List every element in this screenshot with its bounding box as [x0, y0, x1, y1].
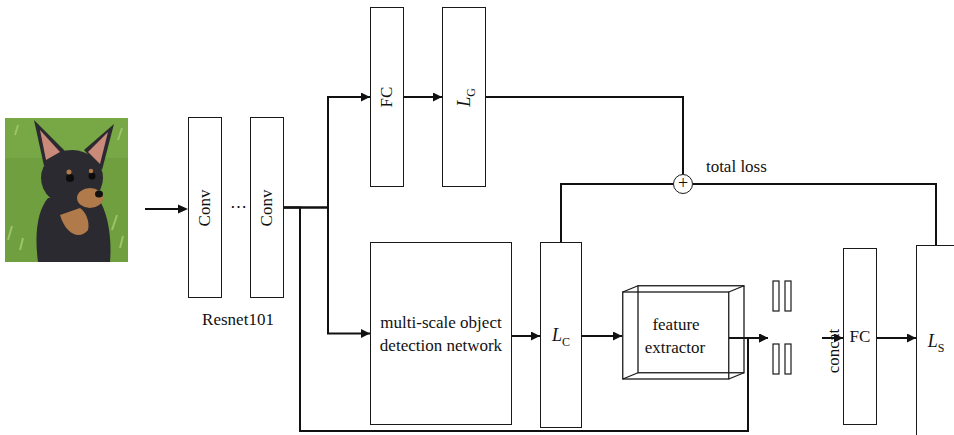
flow-arrow [582, 335, 622, 337]
text-host: Conv [189, 118, 221, 297]
loss-symbol: L [928, 331, 938, 351]
dog-eye [66, 174, 74, 182]
text-host: concat [768, 258, 822, 378]
flow-arrow [404, 96, 442, 98]
dog-ear [34, 120, 66, 166]
dog-ear-inner [88, 132, 108, 164]
text-wrap: LS [928, 331, 945, 352]
loss-box: LG [442, 7, 486, 187]
sum-caption: total loss [704, 157, 769, 177]
loss-box: LS [916, 245, 954, 435]
cube-edge [623, 286, 638, 292]
cube-edges [623, 286, 744, 379]
feature-bar [773, 281, 779, 311]
conv-layer-box: Conv [250, 117, 284, 298]
text-wrap: +total loss [678, 175, 688, 194]
text-host: FC [371, 8, 403, 186]
feature-bar [785, 344, 791, 374]
text-wrap: Conv [195, 189, 215, 226]
node-text: multi-scale object detection network [380, 313, 502, 355]
text-wrap: LG [454, 88, 475, 107]
loss-line [693, 184, 936, 245]
node-text: FC [850, 327, 871, 346]
cube-edge [623, 373, 638, 379]
text-wrap: Conv [257, 189, 277, 226]
dog-brow [89, 169, 93, 173]
text-host: +total loss [674, 175, 692, 193]
fc-layer-box: FC [370, 7, 404, 187]
concat-bars [768, 258, 822, 378]
node-text: concat [824, 329, 844, 373]
flow-arrow [284, 208, 370, 334]
fc-layer-box: FC [843, 248, 877, 425]
text-wrap: feature extractor [620, 313, 731, 359]
cube-front-face [623, 292, 729, 379]
node-text: Conv [257, 189, 276, 226]
ellipsis-mark: ⋯ [224, 196, 252, 217]
input-arrow-head [178, 205, 188, 214]
text-host: feature extractor [622, 292, 729, 380]
loss-symbol: L [454, 96, 474, 106]
dog-chest [60, 208, 89, 235]
flow-arrow [729, 337, 768, 339]
feature-extractor-cube: feature extractor [622, 285, 745, 380]
text-host: LS [917, 246, 954, 435]
backbone-label: Resnet101 [182, 310, 294, 330]
conv-layer-box: Conv [188, 117, 222, 298]
concat-block: concat [768, 258, 822, 378]
node-text: FC [377, 87, 396, 108]
dog-ear [84, 124, 114, 170]
loss-subscript: G [464, 88, 478, 97]
dog-ear-inner [40, 130, 60, 160]
text-host: LG [443, 8, 485, 186]
text-host: multi-scale object detection network [371, 243, 511, 424]
loss-subscript: S [938, 341, 945, 355]
text-wrap: multi-scale object detection network [374, 311, 508, 357]
cube-back-face [638, 286, 744, 373]
flow-arrow [284, 97, 370, 208]
text-host: LC [541, 243, 581, 427]
loss-line [486, 97, 683, 174]
loss-subscript: C [562, 335, 570, 349]
node-text: Conv [195, 189, 214, 226]
sum-sign: + [678, 173, 688, 193]
sum-circle: +total loss [673, 174, 693, 194]
flow-arrow [877, 337, 916, 339]
text-host: Conv [251, 118, 283, 297]
text-wrap: FC [377, 87, 397, 108]
text-wrap: LC [552, 325, 570, 346]
flow-arrow [284, 208, 768, 432]
feature-bar [785, 281, 791, 311]
dog-body [36, 198, 110, 262]
detection-network-box: multi-scale object detection network [370, 242, 512, 425]
text-host: FC [844, 249, 876, 424]
text-wrap: FC [850, 327, 871, 347]
dog-nose [95, 191, 103, 198]
cube-edge [729, 373, 744, 379]
node-text: feature extractor [645, 315, 706, 357]
flow-arrow [512, 335, 540, 337]
dog-eye [89, 173, 96, 180]
dog-brow [67, 170, 72, 175]
loss-symbol: L [552, 325, 562, 345]
grass-background [5, 118, 128, 262]
dog-snout [77, 188, 103, 208]
input-arrow-line [145, 208, 179, 210]
loss-line [561, 184, 673, 242]
feature-bar [773, 344, 779, 374]
cube-edge [729, 286, 744, 292]
loss-box: LC [540, 242, 582, 428]
